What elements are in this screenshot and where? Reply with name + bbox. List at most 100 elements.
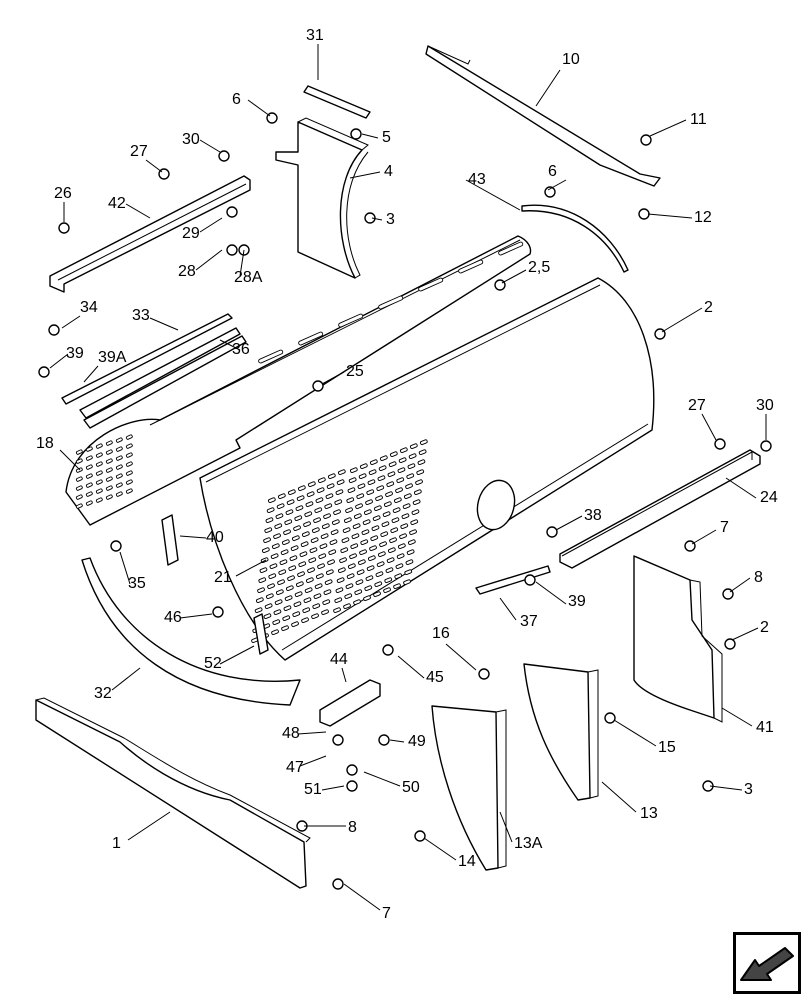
grate-slot: [333, 607, 341, 613]
grate-slot: [335, 587, 344, 593]
fastener: [604, 712, 616, 724]
grate-slot: [326, 569, 334, 575]
grate-slot: [289, 555, 298, 561]
grate-slot: [406, 549, 415, 555]
grate-slot: [358, 559, 366, 565]
grate-slot: [392, 507, 401, 513]
grate-slot: [400, 523, 409, 529]
arrow-previous-icon[interactable]: [733, 932, 801, 994]
grate-slot: [323, 513, 331, 519]
grate-slot: [287, 575, 295, 581]
grate-slot: [305, 501, 314, 507]
callout-12: 12: [694, 209, 712, 226]
top-slot: [378, 295, 404, 310]
grate-slot: [281, 625, 289, 631]
grate-slot: [377, 475, 386, 481]
grate-slot: [350, 543, 359, 549]
grate-slot: [311, 613, 319, 619]
grate-slot: [105, 440, 113, 446]
part-40-plate: [161, 514, 179, 566]
part-43-arc-strip: [521, 204, 629, 273]
grate-slot: [276, 589, 284, 595]
grate-slot: [75, 458, 83, 464]
grate-slot: [125, 434, 133, 440]
callout-51: 51: [304, 781, 322, 798]
grate-slot: [75, 494, 83, 500]
fastener: [346, 764, 358, 776]
grate-slot: [409, 529, 417, 535]
grate-slot: [379, 541, 387, 547]
grate-slot: [370, 535, 379, 541]
grate-slot: [395, 487, 403, 493]
grate-slot: [405, 559, 414, 565]
grate-slot: [389, 537, 397, 543]
leader-line: [397, 655, 425, 679]
callout-29: 29: [182, 225, 200, 242]
fastener: [546, 526, 558, 538]
callout-35: 35: [128, 575, 146, 592]
grate-slot: [310, 537, 319, 543]
grate-slot: [85, 464, 93, 470]
grate-slot: [366, 565, 375, 571]
grate-slot: [345, 507, 353, 513]
grate-slot: [302, 607, 311, 613]
grate-slot: [284, 595, 293, 601]
part-42-bar: [49, 175, 251, 293]
grate-slot: [398, 543, 406, 549]
leader-line: [535, 69, 561, 107]
part-41-plate: [633, 555, 723, 723]
grate-slot: [95, 497, 103, 503]
part-39a-strip: [83, 335, 247, 429]
grate-slot: [400, 447, 408, 453]
grate-slot: [326, 483, 335, 489]
grate-slot: [296, 495, 305, 501]
grate-slot: [360, 463, 368, 469]
grate-slot: [336, 577, 345, 583]
grate-slot: [371, 525, 380, 531]
grate-slot: [333, 509, 341, 515]
grate-slot: [346, 497, 355, 503]
grate-slot: [330, 529, 339, 535]
leader-line: [349, 171, 381, 179]
grate-slot: [280, 549, 289, 555]
grate-slot: [303, 597, 312, 603]
part-52-plate: [253, 613, 269, 655]
grate-slot: [306, 491, 315, 497]
callout-44: 44: [330, 651, 348, 668]
fastener: [110, 540, 122, 552]
grate-slot: [299, 551, 308, 557]
grate-slot: [334, 499, 343, 505]
grate-slot: [105, 476, 113, 482]
grate-slot: [314, 507, 323, 513]
fastener: [58, 222, 70, 234]
leader-line: [701, 413, 717, 441]
grate-slot: [302, 531, 310, 537]
grate-slot: [95, 488, 103, 494]
callout-8: 8: [348, 819, 357, 836]
part-31-rod: [303, 85, 371, 119]
grate-slot: [418, 449, 427, 455]
grate-slot: [343, 603, 351, 609]
grate-slot: [286, 499, 295, 505]
grate-slot: [416, 469, 425, 475]
grate-slot: [364, 509, 372, 515]
grate-slot: [95, 470, 103, 476]
leader-line: [361, 133, 379, 139]
grate-slot: [410, 519, 419, 525]
fastener: [332, 734, 344, 746]
grate-slot: [291, 621, 299, 627]
leader-line: [119, 551, 131, 585]
grate-slot: [325, 493, 334, 499]
grate-slot: [358, 473, 367, 479]
grate-slot: [264, 527, 273, 533]
grate-slot: [414, 489, 422, 495]
fastener: [226, 206, 238, 218]
grate-slot: [396, 553, 405, 559]
part-1-beam: [35, 697, 311, 889]
grate-slot: [385, 491, 393, 497]
grate-slot: [372, 515, 381, 521]
fastener: [218, 150, 230, 162]
top-slot: [298, 331, 324, 346]
grate-slot: [313, 593, 322, 599]
part-33-strip: [61, 313, 233, 405]
